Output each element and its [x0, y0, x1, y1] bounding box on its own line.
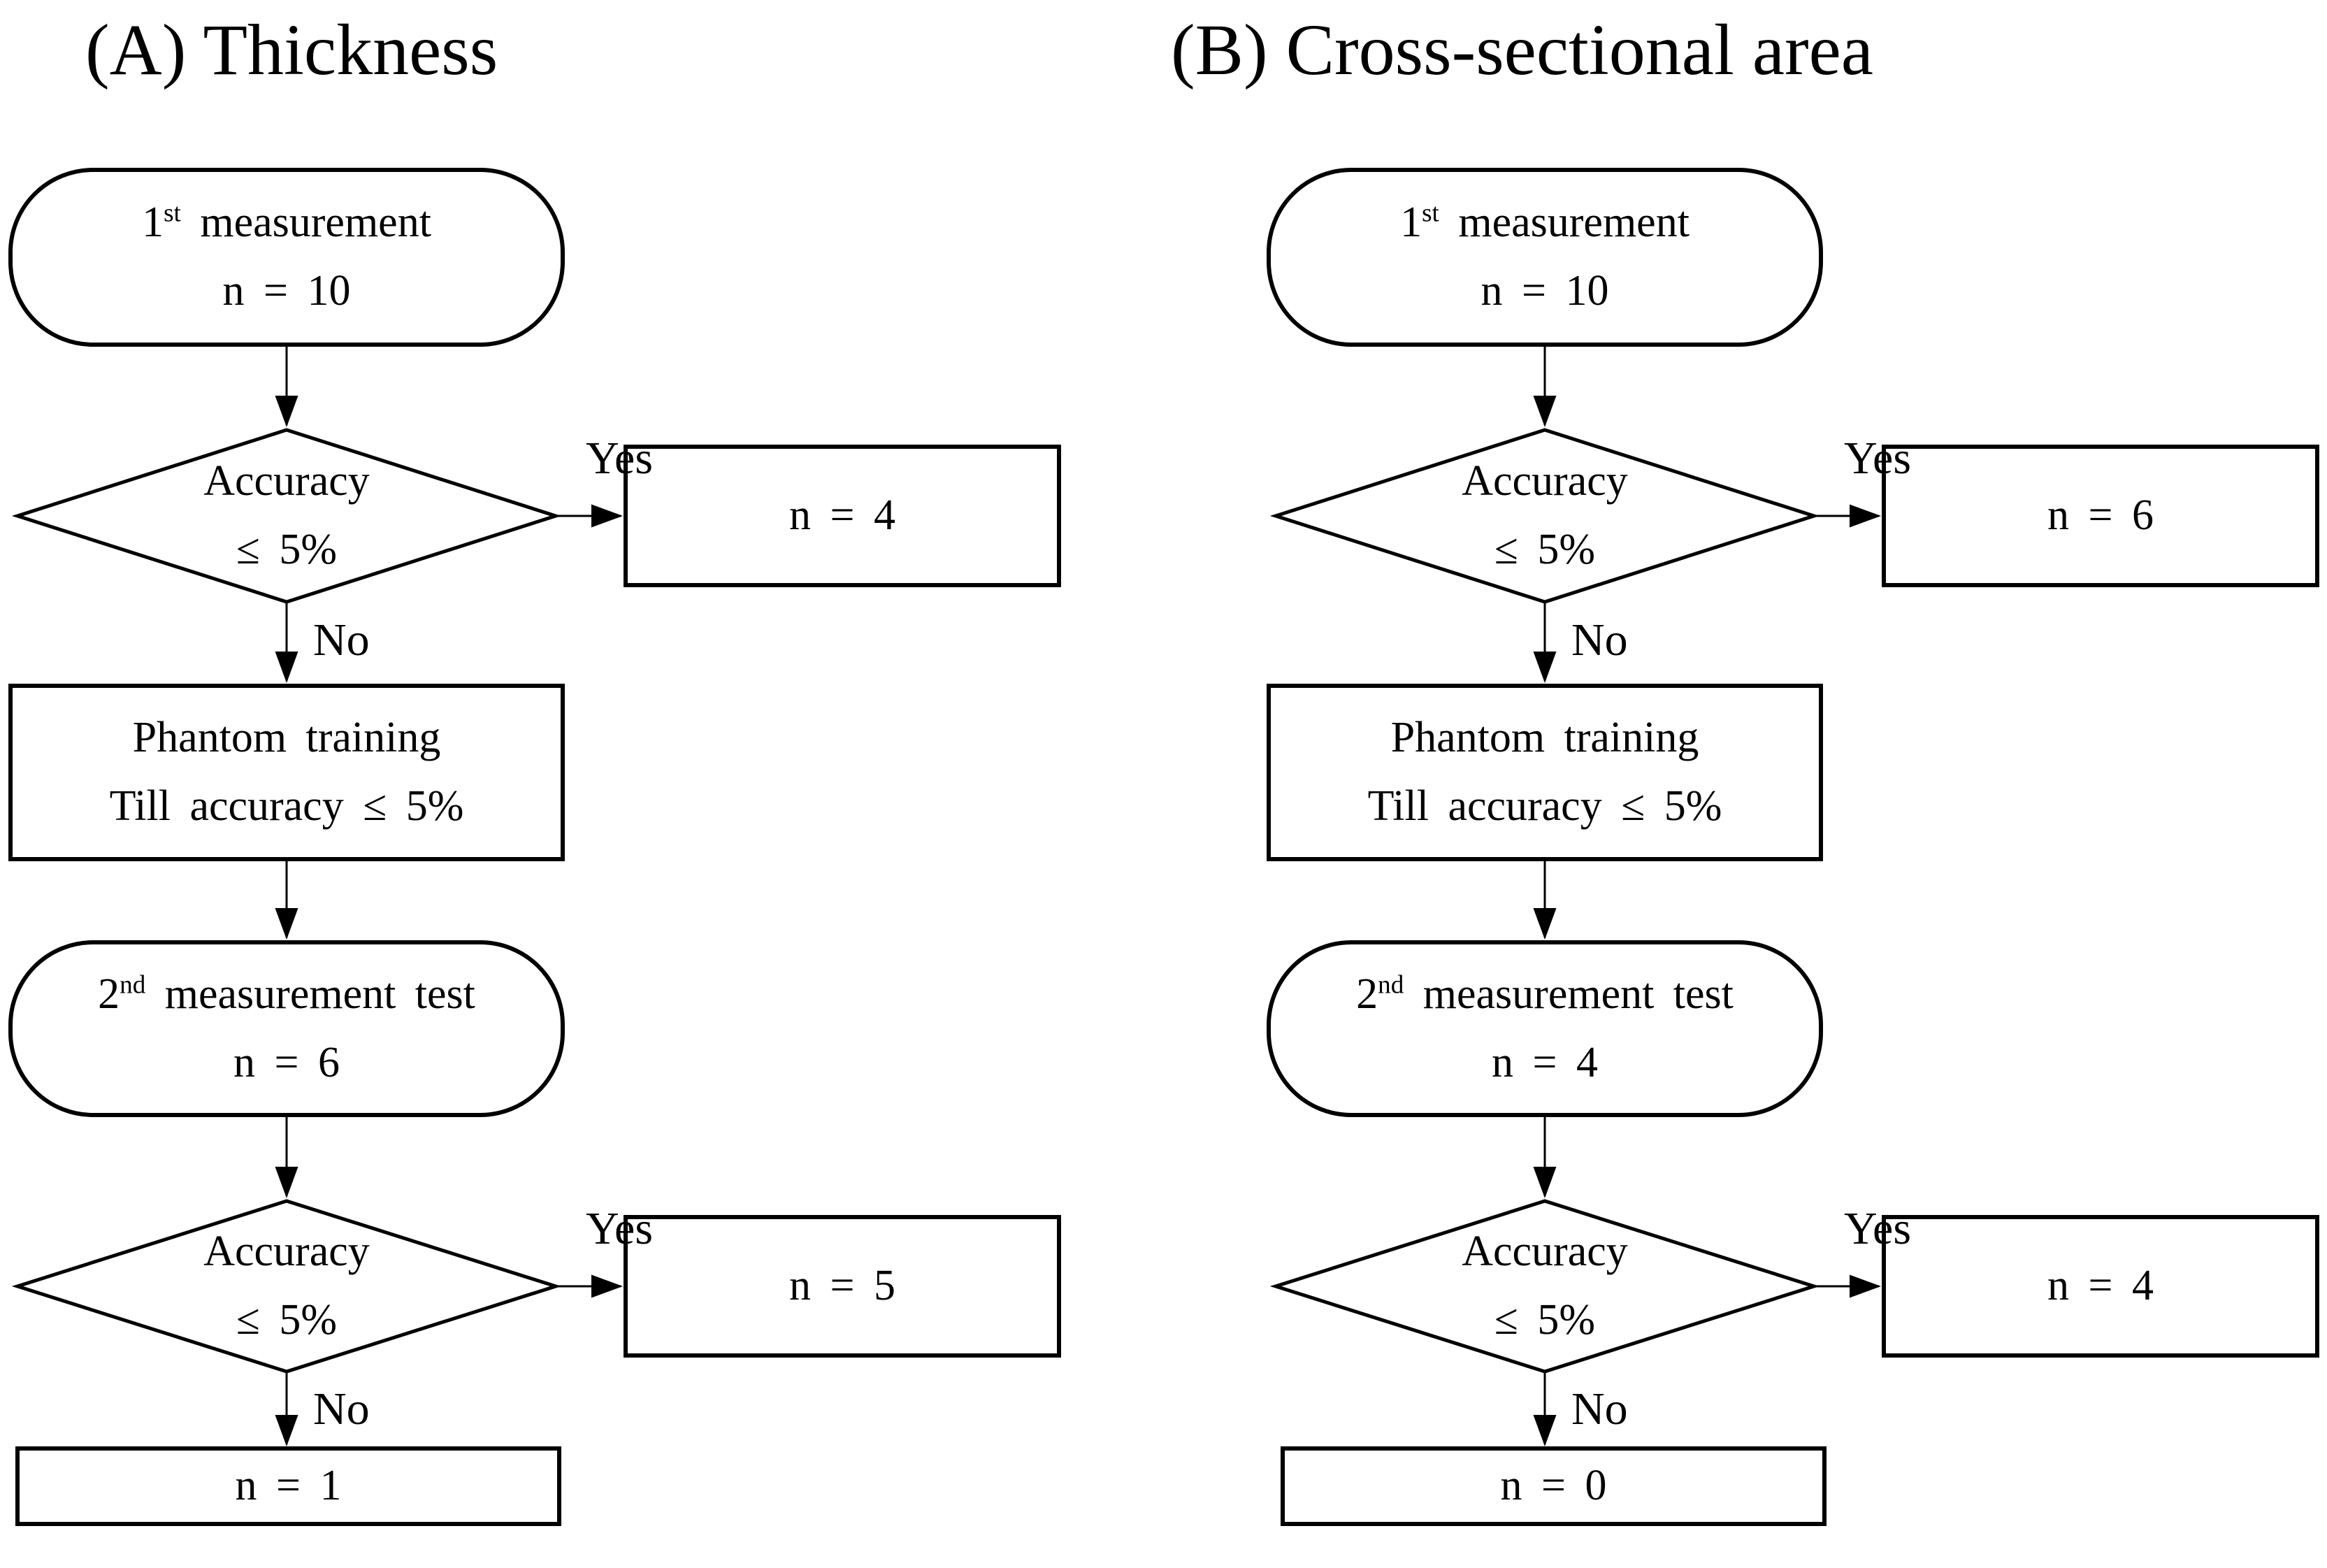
yes2-box-a-value: n = 5	[789, 1262, 895, 1310]
no2-box-a-value: n = 1	[235, 1462, 342, 1510]
start-node-a-line1-num: 1	[142, 199, 164, 247]
yes1-label-b: Yes	[1844, 433, 1912, 484]
start-node-shape-b	[1267, 168, 1823, 347]
start-node-a-line1-text: measurement	[180, 199, 431, 247]
start-node-b-line1-ordinal: st	[1422, 199, 1439, 228]
yes2-box-b: n = 4	[1884, 1217, 2317, 1355]
yes1-box-shape-a	[624, 445, 1061, 587]
panel-a-shapes	[8, 168, 1061, 1526]
decision1-node-a: Accuracy ≤ 5%	[17, 430, 556, 602]
start-node-a-count: n = 10	[222, 267, 351, 315]
panel-a-title: (A) Thickness	[85, 10, 498, 90]
no2-label-b: No	[1571, 1383, 1628, 1434]
start-node-b-count: n = 10	[1481, 267, 1609, 315]
decision1-node-b: Accuracy ≤ 5%	[1276, 430, 1814, 602]
retest-node-a-count: n = 6	[233, 1038, 340, 1086]
no2-box-b-value: n = 0	[1500, 1462, 1607, 1510]
retest-node-b: 2nd measurement test n = 4	[1269, 942, 1821, 1115]
retest-node-b-line1-num: 2	[1356, 970, 1378, 1018]
yes2-box-a: n = 5	[626, 1217, 1059, 1355]
decision1-b-line1: Accuracy	[1462, 457, 1628, 505]
yes1-box-b: n = 6	[1884, 447, 2317, 585]
training-box-a: Phantom training Till accuracy ≤ 5%	[10, 686, 563, 859]
decision1-a-line1: Accuracy	[203, 457, 370, 505]
start-node-b-line1-text: measurement	[1439, 199, 1690, 247]
panel-b-title: (B) Cross-sectional area	[1171, 10, 1873, 90]
decision2-b-line2: ≤ 5%	[1494, 1296, 1596, 1344]
decision1-a-line2: ≤ 5%	[236, 526, 338, 573]
yes2-label-b: Yes	[1844, 1203, 1912, 1254]
retest-node-b-count: n = 4	[1492, 1038, 1598, 1086]
no1-label-b: No	[1571, 614, 1628, 666]
yes1-box-a: n = 4	[626, 447, 1059, 585]
yes1-box-a-value: n = 4	[789, 491, 895, 540]
retest-node-a-line1-text: measurement test	[145, 970, 475, 1018]
retest-node-b-line1-text: measurement test	[1404, 970, 1734, 1018]
decision1-b-line2: ≤ 5%	[1494, 526, 1596, 573]
start-node-a: 1st measurement n = 10	[10, 170, 563, 345]
decision2-a-line1: Accuracy	[203, 1228, 370, 1276]
decision2-b-line1: Accuracy	[1462, 1228, 1628, 1276]
start-node-b: 1st measurement n = 10	[1269, 170, 1821, 345]
training-box-b-line1: Phantom training	[1390, 714, 1699, 762]
decision2-a-line2: ≤ 5%	[236, 1296, 338, 1344]
yes2-box-b-value: n = 4	[2047, 1262, 2154, 1310]
decision2-node-b: Accuracy ≤ 5%	[1276, 1201, 1814, 1372]
training-box-b: Phantom training Till accuracy ≤ 5%	[1269, 686, 1821, 859]
retest-node-a-line1-num: 2	[98, 970, 120, 1018]
no2-label-a: No	[313, 1383, 370, 1434]
retest-node-a-line1-ordinal: nd	[120, 970, 146, 999]
start-node-b-line1-num: 1	[1400, 199, 1422, 247]
no1-label-a: No	[313, 614, 370, 666]
yes1-box-b-value: n = 6	[2047, 491, 2154, 540]
start-node-shape-a	[8, 168, 565, 347]
no2-box-a: n = 1	[17, 1448, 559, 1524]
yes1-box-shape-b	[1882, 445, 2319, 587]
start-node-a-line1-ordinal: st	[164, 199, 181, 228]
no2-box-shape-a	[15, 1446, 561, 1526]
decision2-node-a: Accuracy ≤ 5%	[17, 1201, 556, 1372]
retest-node-a: 2nd measurement test n = 6	[10, 942, 563, 1115]
yes2-label-a: Yes	[586, 1203, 654, 1254]
no2-box-shape-b	[1281, 1446, 1827, 1526]
retest-node-b-line1-ordinal: nd	[1378, 970, 1404, 999]
training-box-b-line2: Till accuracy ≤ 5%	[1367, 782, 1722, 830]
yes2-box-shape-b	[1882, 1215, 2319, 1358]
yes1-label-a: Yes	[586, 433, 654, 484]
training-box-a-line1: Phantom training	[132, 714, 441, 762]
panel-b-shapes	[1267, 168, 2319, 1526]
training-box-a-line2: Till accuracy ≤ 5%	[109, 782, 464, 830]
yes2-box-shape-a	[624, 1215, 1061, 1358]
no2-box-b: n = 0	[1283, 1448, 1824, 1524]
